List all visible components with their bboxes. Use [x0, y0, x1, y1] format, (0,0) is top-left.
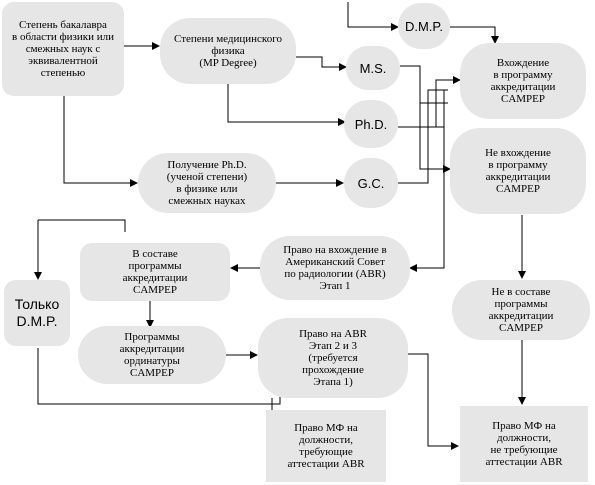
edge-dmp-to-enter — [448, 26, 499, 44]
node-enter-campep: Вхождение в программу аккредитации CAMPE… — [460, 43, 586, 119]
node-bachelor-label: Степень бакалавра в области физики или с… — [12, 19, 114, 79]
node-not-in-campep-label: Не в составе программы аккредитации CAMP… — [488, 286, 554, 334]
edge-enter-to-abr — [409, 90, 445, 272]
node-phd-label: Ph.D. — [354, 116, 388, 132]
node-only-dmp: Только D.M.P. — [4, 280, 70, 346]
node-med-physics-label: Степени медицинского физика (MP Degree) — [174, 33, 282, 69]
edge-ms-to-enter — [400, 65, 448, 104]
node-mf-abr-label: Право МФ на должности, требующие аттеста… — [287, 422, 365, 470]
node-bachelor: Степень бакалавра в области физики или с… — [2, 2, 124, 96]
node-phd: Ph.D. — [344, 100, 398, 148]
node-abr-right-label: Право на вхождение в Американский Совет … — [283, 244, 387, 292]
node-abr-right: Право на вхождение в Американский Совет … — [260, 236, 410, 300]
node-not-enter-campep: Не вхождение в программу аккредитации CA… — [450, 128, 586, 214]
node-not-in-campep: Не в составе программы аккредитации CAMP… — [452, 280, 590, 340]
edge-gc-to-branch — [398, 89, 448, 184]
node-dmp-top: D.M.P. — [398, 3, 450, 49]
node-abr-stage23: Право на ABR Этап 2 и 3 (требуется прохо… — [258, 318, 408, 398]
node-only-dmp-label: Только D.M.P. — [14, 296, 60, 329]
node-dmp-top-label: D.M.P. — [404, 18, 444, 34]
node-ms: M.S. — [346, 46, 400, 90]
edge-med-to-phd — [227, 76, 346, 126]
node-abr-stage23-label: Право на ABR Этап 2 и 3 (требуется прохо… — [299, 328, 367, 388]
node-in-campep: В составе программы аккредитации CAMPEP — [80, 243, 230, 301]
edge-med-to-ms — [296, 56, 347, 71]
node-ms-label: M.S. — [359, 60, 387, 76]
edge-phd-branch-to-enter — [435, 76, 461, 127]
node-med-physics: Степени медицинского физика (MP Degree) — [160, 18, 296, 84]
node-residency-label: Программы аккредитации ординатуры CAMPEP — [119, 331, 185, 379]
edge-bachelor-to-phd-obtain — [63, 96, 138, 187]
node-residency: Программы аккредитации ординатуры CAMPEP — [78, 326, 226, 384]
edge-med-to-dmp — [347, 2, 399, 31]
node-mf-no-abr: Право МФ на должности, не требующие атте… — [460, 406, 588, 482]
node-enter-campep-label: Вхождение в программу аккредитации CAMPE… — [490, 57, 556, 105]
node-gc-label: G.C. — [357, 175, 385, 191]
edge-abr23-to-mf-no-abr — [406, 353, 459, 450]
edge-ms-to-not-enter — [419, 103, 451, 173]
node-not-enter-campep-label: Не вхождение в программу аккредитации CA… — [485, 147, 551, 195]
edge-in-campep-to-only-dmp — [38, 219, 126, 232]
node-mf-no-abr-label: Право МФ на должности, не требующие атте… — [485, 420, 563, 468]
node-phd-obtain-label: Получение Ph.D. (ученой степени) в физик… — [166, 159, 248, 207]
node-gc: G.C. — [344, 158, 398, 208]
node-in-campep-label: В составе программы аккредитации CAMPEP — [122, 248, 188, 296]
node-mf-abr: Право МФ на должности, требующие аттеста… — [266, 410, 386, 482]
node-phd-obtain: Получение Ph.D. (ученой степени) в физик… — [138, 153, 276, 213]
